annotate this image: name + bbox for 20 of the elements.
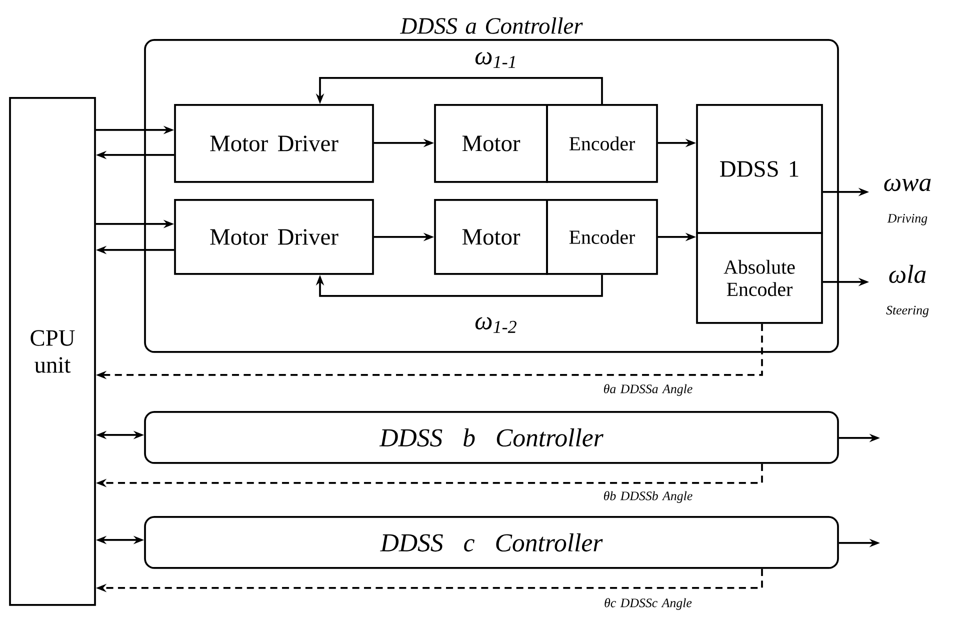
box-title: DDSS a Controller (400, 17, 583, 34)
encoder-box: Absolute Encoder (696, 232, 823, 324)
ddss-box: DDSS 1 (696, 104, 823, 234)
motor-box: Motor (434, 199, 548, 275)
driver-box: Motor Driver (174, 199, 374, 275)
encoder-box: Encoder (546, 199, 658, 275)
cpu-box: CPU unit (9, 97, 96, 606)
edge-label: θb DDSSb Angle (602, 490, 694, 504)
feedback-label: ω$_{1-1}$ (473, 50, 519, 70)
feedback-arrow (316, 274, 603, 297)
controller-box: DDSS b Controller (144, 411, 839, 464)
controller-box: DDSS c Controller (144, 516, 839, 569)
feedback-label: ω$_{1-2}$ (473, 316, 519, 334)
edge-label: θc DDSSc Angle (602, 596, 694, 612)
encoder-box: Encoder (546, 104, 658, 183)
output-label: ωla Steering (886, 264, 929, 318)
output-label: ωwa Driving (884, 178, 931, 226)
motor-box: Motor (434, 104, 548, 183)
edge-label: θa DDSSa Angle (602, 382, 694, 398)
driver-box: Motor Driver (174, 104, 374, 183)
